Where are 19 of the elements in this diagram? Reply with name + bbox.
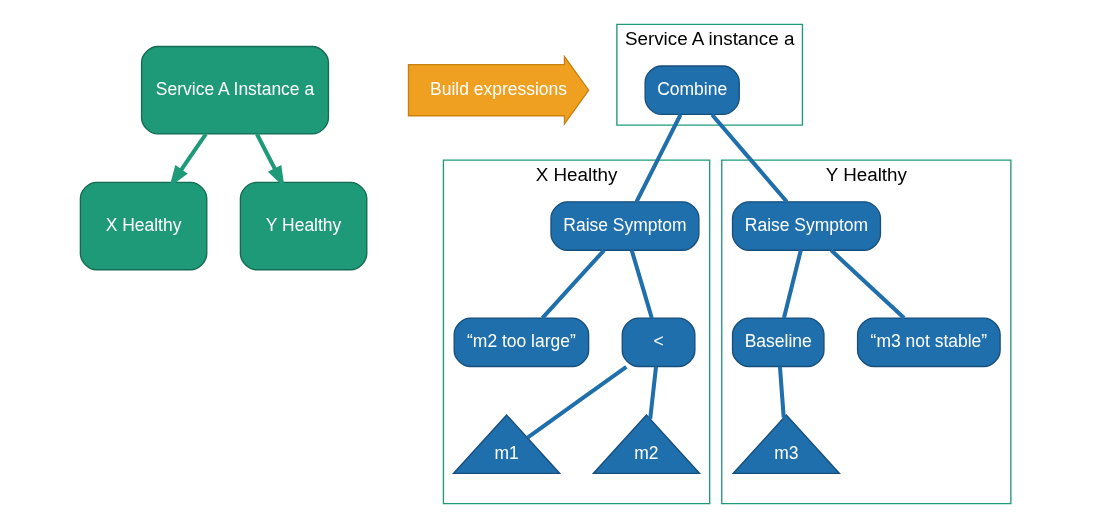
- connector: [540, 249, 605, 320]
- connector: [829, 248, 905, 320]
- node-box: X Healthy: [79, 181, 207, 271]
- node-box: Raise Symptom: [731, 201, 881, 251]
- node-box: <: [621, 317, 696, 368]
- connector: [634, 113, 682, 203]
- node-box: Raise Symptom: [549, 201, 700, 251]
- connector: [777, 366, 786, 418]
- node-box: Combine: [643, 65, 740, 116]
- connector: [781, 249, 803, 319]
- connector: [710, 113, 788, 204]
- node-box: “m2 too large”: [453, 317, 589, 368]
- node-box: Y Healthy: [239, 181, 367, 271]
- connector: [525, 365, 628, 440]
- node-box: Baseline: [731, 317, 825, 368]
- node-box: Service A Instance a: [140, 45, 329, 135]
- connector: [647, 366, 658, 419]
- node-box: “m3 not stable”: [856, 317, 1001, 368]
- connector: [629, 249, 654, 319]
